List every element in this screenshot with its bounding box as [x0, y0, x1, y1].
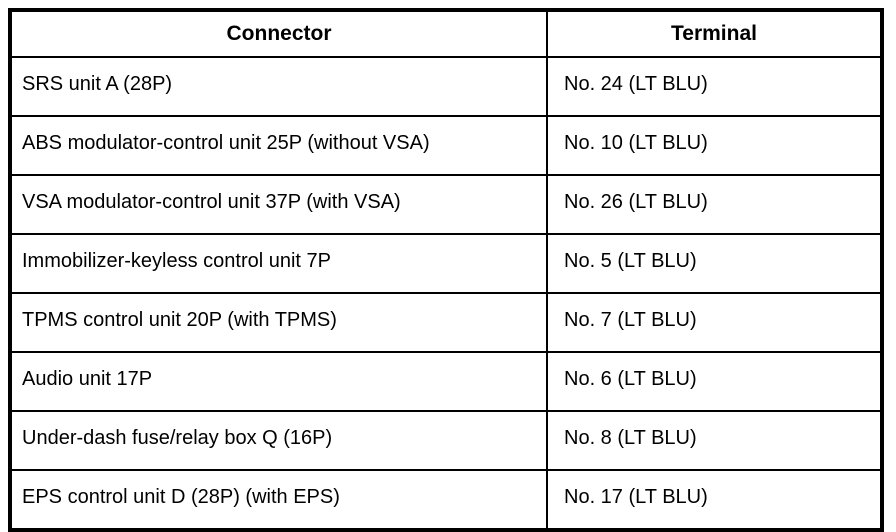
terminal-cell: No. 24 (LT BLU)	[546, 56, 883, 117]
connector-cell: Under-dash fuse/relay box Q (16P)	[9, 410, 548, 471]
terminal-cell: No. 8 (LT BLU)	[546, 410, 883, 471]
table-row: Immobilizer-keyless control unit 7P No. …	[9, 233, 883, 294]
table-row: VSA modulator-control unit 37P (with VSA…	[9, 174, 883, 235]
header-row: Connector Terminal	[9, 9, 883, 58]
terminal-cell: No. 17 (LT BLU)	[546, 469, 883, 531]
connector-cell: Immobilizer-keyless control unit 7P	[9, 233, 548, 294]
connector-terminal-table: Connector Terminal SRS unit A (28P) No. …	[8, 8, 884, 532]
terminal-cell: No. 6 (LT BLU)	[546, 351, 883, 412]
table-row: TPMS control unit 20P (with TPMS) No. 7 …	[9, 292, 883, 353]
column-header-connector: Connector	[9, 9, 548, 58]
connector-cell: VSA modulator-control unit 37P (with VSA…	[9, 174, 548, 235]
table-row: ABS modulator-control unit 25P (without …	[9, 115, 883, 176]
connector-cell: SRS unit A (28P)	[9, 56, 548, 117]
terminal-cell: No. 10 (LT BLU)	[546, 115, 883, 176]
connector-cell: EPS control unit D (28P) (with EPS)	[9, 469, 548, 531]
table-row: SRS unit A (28P) No. 24 (LT BLU)	[9, 56, 883, 117]
table-row: EPS control unit D (28P) (with EPS) No. …	[9, 469, 883, 531]
connector-cell: ABS modulator-control unit 25P (without …	[9, 115, 548, 176]
table-row: Under-dash fuse/relay box Q (16P) No. 8 …	[9, 410, 883, 471]
connector-cell: Audio unit 17P	[9, 351, 548, 412]
terminal-cell: No. 26 (LT BLU)	[546, 174, 883, 235]
table-row: Audio unit 17P No. 6 (LT BLU)	[9, 351, 883, 412]
terminal-cell: No. 5 (LT BLU)	[546, 233, 883, 294]
terminal-cell: No. 7 (LT BLU)	[546, 292, 883, 353]
connector-cell: TPMS control unit 20P (with TPMS)	[9, 292, 548, 353]
column-header-terminal: Terminal	[546, 9, 883, 58]
